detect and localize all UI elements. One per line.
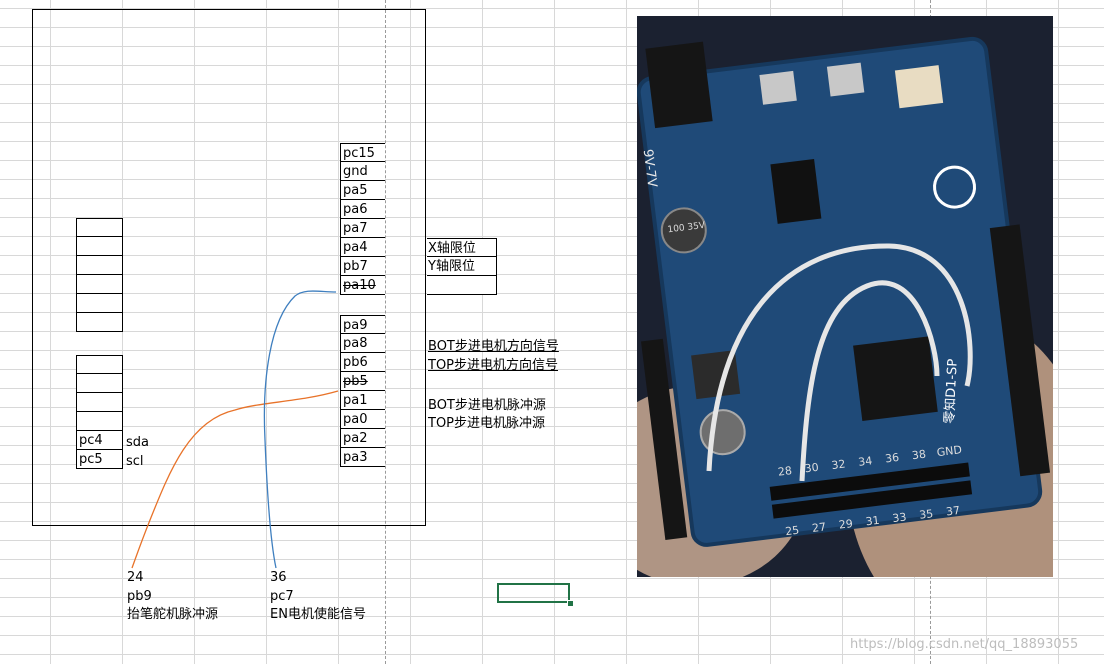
selected-cell[interactable] [497,583,570,603]
header-number: 34 [858,454,873,469]
empty-cell[interactable] [76,218,123,237]
i2c-pin-cell[interactable]: pc4 [76,431,123,450]
watermark: https://blog.csdn.net/qq_18893055 [850,637,1079,652]
header-number: 36 [884,451,899,466]
header-number: 37 [945,504,960,519]
pin-cell[interactable]: pa2 [340,429,385,448]
pin-label: pb6 [343,355,368,370]
pin-label: pb7 [343,259,368,274]
enable-description: EN电机使能信号 [270,607,366,622]
pin-label: pb5 [343,374,368,389]
page-break-line [385,0,386,664]
servo-description: 抬笔舵机脉冲源 [127,607,219,622]
header-number: 25 [784,524,799,539]
pin-label: pa10 [343,278,376,293]
pin-label: pa2 [343,431,368,446]
pin-cell[interactable]: pa1 [340,391,385,410]
header-number: 30 [804,461,819,476]
pin-label: pa0 [343,412,368,427]
enable-pin-name: pc7 [270,589,294,604]
pin-label: pa4 [343,240,368,255]
pin-label: pa8 [343,336,368,351]
pin-cell[interactable]: pb6 [340,353,385,372]
header-number: GND [936,443,963,459]
limit-signal-label: Y轴限位 [428,259,475,274]
pin-cell[interactable]: pa10 [340,276,385,295]
fill-handle[interactable] [567,600,574,607]
i2c-signal-label: scl [126,454,144,469]
header-number: 33 [892,510,907,525]
pin-cell[interactable]: pa7 [340,219,385,238]
servo-pin-name: pb9 [127,589,152,604]
i2c-signal-label: sda [126,435,149,450]
dir-signal-label: BOT步进电机方向信号 [428,339,559,354]
pin-cell[interactable]: pa9 [340,315,385,334]
header-number: 35 [918,507,933,522]
header-number: 29 [838,517,853,532]
pin-cell[interactable]: pc15 [340,143,385,162]
header-number: 27 [811,520,826,535]
empty-cell[interactable] [76,275,123,294]
limit-signal-cell[interactable]: X轴限位 [427,238,497,257]
pin-cell[interactable]: pa0 [340,410,385,429]
i2c-pin-cell[interactable]: pc5 [76,450,123,469]
pin-cell[interactable]: pa5 [340,181,385,200]
pin-label: pa9 [343,318,368,333]
servo-pin-number: 24 [127,570,144,585]
pin-cell[interactable]: pa3 [340,448,385,467]
empty-cell[interactable] [76,294,123,313]
i2c-pin: pc4 [79,433,103,448]
dir-signal-label: TOP步进电机方向信号 [428,358,559,373]
i2c-pin: pc5 [79,452,103,467]
pin-label: pa6 [343,202,368,217]
pin-label: pc15 [343,146,375,161]
header-number: 31 [865,514,880,529]
pin-label: pa5 [343,183,368,198]
pin-cell[interactable]: gnd [340,162,385,181]
empty-cell[interactable] [76,313,123,332]
empty-cell[interactable] [427,276,497,295]
servo-wire [131,390,339,569]
limit-signal-label: X轴限位 [428,241,476,256]
dc-input-label: 9V-7V [640,148,660,188]
pulse-signal-label: TOP步进电机脉冲源 [428,416,546,431]
pin-cell[interactable]: pb7 [340,257,385,276]
empty-cell[interactable] [76,256,123,275]
pin-cell[interactable]: pa4 [340,238,385,257]
pin-label: gnd [343,164,368,179]
empty-cell[interactable] [76,355,123,374]
pulse-signal-label: BOT步进电机脉冲源 [428,398,546,413]
header-number: 32 [831,457,846,472]
enable-wire [263,290,337,569]
board-silkscreen: 零知D1-SP [941,358,960,424]
empty-cell[interactable] [76,237,123,256]
pin-label: pa1 [343,393,368,408]
empty-cell[interactable] [76,374,123,393]
empty-cell[interactable] [76,412,123,431]
pin-cell[interactable]: pa6 [340,200,385,219]
header-number: 28 [777,464,792,479]
board-photo: 9V-7V 100 35V 28 30 32 34 36 38 GND 25 [637,16,1053,577]
pin-cell[interactable]: pb5 [340,372,385,391]
limit-signal-cell[interactable]: Y轴限位 [427,257,497,276]
pin-cell[interactable]: pa8 [340,334,385,353]
header-number: 38 [911,448,926,463]
pin-label: pa7 [343,221,368,236]
pin-label: pa3 [343,450,368,465]
diagram-frame [32,9,426,526]
enable-pin-number: 36 [270,570,287,585]
capacitor-label: 100 35V [667,221,706,236]
empty-cell[interactable] [76,393,123,412]
